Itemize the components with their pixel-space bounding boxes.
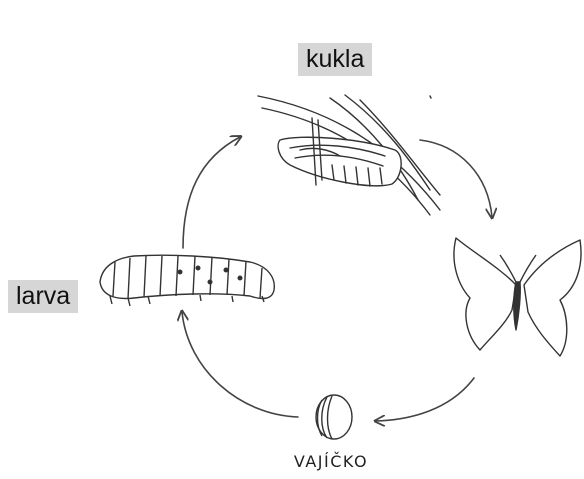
arrow-larva-to-pupa [183,137,240,248]
caterpillar-icon [100,255,274,306]
arrow-egg-to-larva [182,312,298,417]
pupa-label: kukla [298,43,372,76]
arrow-butterfly-to-egg [376,378,474,421]
branch-with-pupa-icon [258,95,440,215]
egg-icon [316,395,352,439]
butterfly-icon [454,238,581,356]
larva-label: larva [8,280,78,313]
arrow-pupa-to-butterfly [420,140,492,217]
egg-label: VAJÍČKO [281,452,381,471]
